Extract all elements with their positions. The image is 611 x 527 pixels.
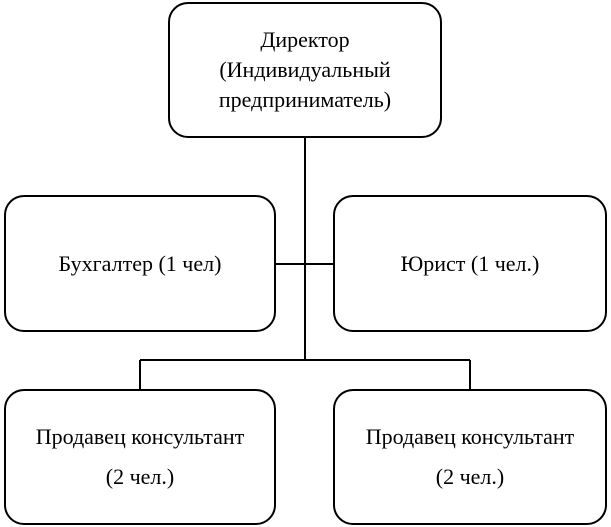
node-director-line-2: (Индивидуальный [219, 57, 391, 82]
node-seller-2-line-2: (2 чел.) [435, 464, 505, 489]
node-accountant: Бухгалтер (1 чел) [4, 195, 276, 332]
node-director: Директор (Индивидуальный предприниматель… [168, 2, 442, 138]
node-lawyer-label: Юрист (1 чел.) [400, 250, 540, 276]
node-accountant-label: Бухгалтер (1 чел) [58, 250, 222, 276]
node-seller-1-line-1: Продавец консультант [35, 424, 245, 449]
node-seller-1-line-2: (2 чел.) [105, 464, 175, 489]
node-seller-2: Продавец консультант (2 чел.) [333, 389, 607, 525]
node-seller-1: Продавец консультант (2 чел.) [4, 389, 276, 525]
node-seller-2-line-1: Продавец консультант [365, 424, 575, 449]
node-director-line-3: предприниматель) [218, 87, 392, 112]
node-director-line-1: Директор [260, 27, 350, 52]
node-lawyer: Юрист (1 чел.) [333, 195, 607, 332]
